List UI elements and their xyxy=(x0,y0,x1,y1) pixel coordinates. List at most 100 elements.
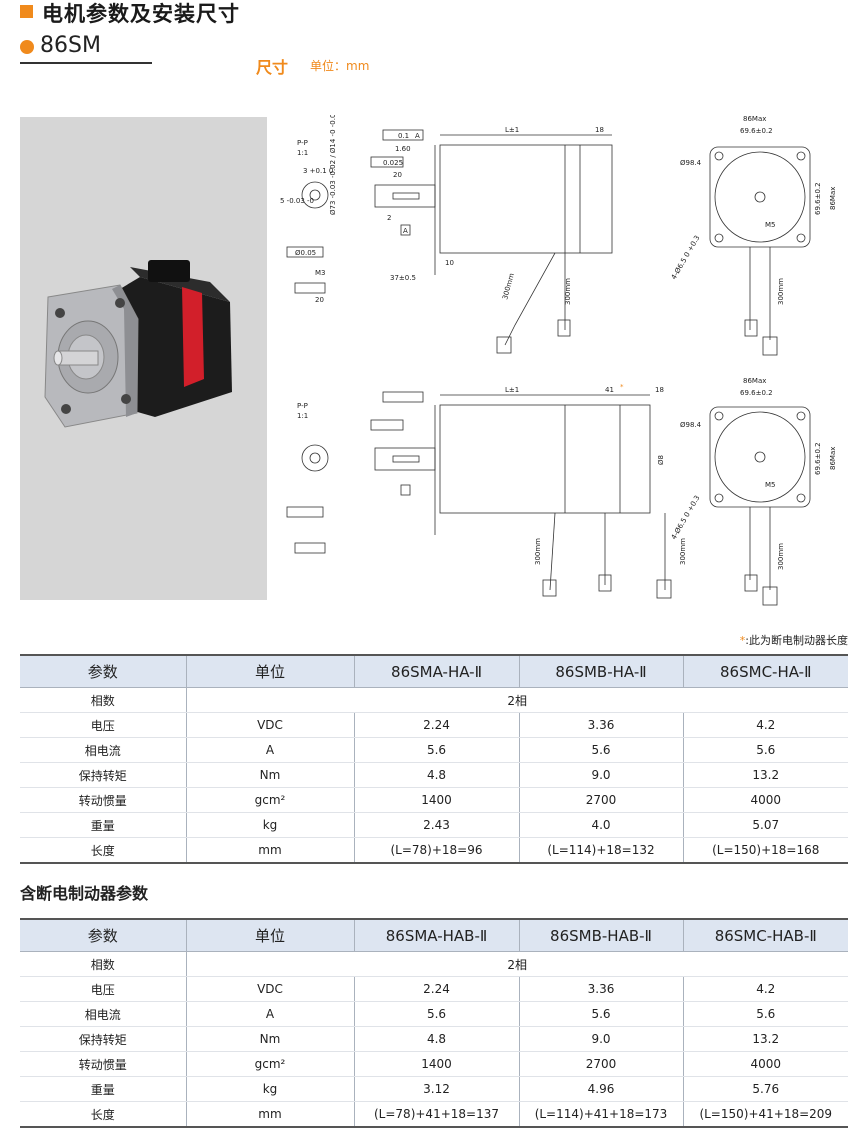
cell: 4.8 xyxy=(353,1026,520,1052)
spec-table-standard: 参数 单位 86SMA-HA-Ⅱ 86SMB-HA-Ⅱ 86SMC-HA-Ⅱ 相… xyxy=(20,654,848,864)
table-row: 重量 kg 2.43 4.0 5.07 xyxy=(20,812,848,838)
row-label: 相数 xyxy=(20,951,187,977)
len20-label: 20 xyxy=(393,171,402,179)
length-label: L±1 xyxy=(505,126,519,134)
cell: 4000 xyxy=(682,787,848,813)
header-model-a: 86SMA-HAB-Ⅱ xyxy=(353,918,520,952)
row-label: 长度 xyxy=(20,837,187,864)
bottom-length-label: L±1 xyxy=(505,386,519,394)
spec-table-brake: 参数 单位 86SMA-HAB-Ⅱ 86SMB-HAB-Ⅱ 86SMC-HAB-… xyxy=(20,918,848,1128)
side86-label: 86Max xyxy=(829,187,837,210)
cell: 3.36 xyxy=(518,976,684,1002)
table-row: 相电流 A 5.6 5.6 5.6 xyxy=(20,737,848,763)
row-unit: VDC xyxy=(185,976,355,1002)
cell: 2.43 xyxy=(353,812,520,838)
m5-label: M5 xyxy=(765,221,776,229)
row-unit: Nm xyxy=(185,1026,355,1052)
row-unit: mm xyxy=(185,837,355,864)
bottom-cable2-label: 300mm xyxy=(679,538,687,565)
page-title: 电机参数及安装尺寸 xyxy=(42,2,240,26)
cell: 5.6 xyxy=(682,737,848,763)
datum-label: A xyxy=(415,132,420,140)
bottom-max86-label: 86Max xyxy=(743,377,766,385)
row-unit: A xyxy=(185,737,355,763)
cell: 13.2 xyxy=(682,762,848,788)
cell: 4.96 xyxy=(518,1076,684,1102)
header-model-c: 86SMC-HA-Ⅱ xyxy=(682,654,848,688)
cell: 3.12 xyxy=(353,1076,520,1102)
cell: 2.24 xyxy=(353,976,520,1002)
len2-label: 2 xyxy=(387,214,391,222)
table-row: 重量 kg 3.12 4.96 5.76 xyxy=(20,1076,848,1102)
table-row: 保持转矩 Nm 4.8 9.0 13.2 xyxy=(20,762,848,788)
model-name: 86SM xyxy=(40,33,101,58)
table-row: 转动惯量 gcm² 1400 2700 4000 xyxy=(20,787,848,813)
len37-label: 37±0.5 xyxy=(390,274,416,282)
dimensions-title: 尺寸 xyxy=(256,58,289,77)
table-row: 长度 mm (L=78)+41+18=137 (L=114)+41+18=173… xyxy=(20,1101,848,1128)
bottom-side696-label: 69.6±0.2 xyxy=(814,442,822,475)
brake-footnote: *:此为断电制动器长度 xyxy=(740,632,848,648)
cell: 5.07 xyxy=(682,812,848,838)
cell: 1400 xyxy=(353,1051,520,1077)
row-unit: gcm² xyxy=(185,787,355,813)
cell: 13.2 xyxy=(682,1026,848,1052)
cable2-label: 300mm xyxy=(564,278,572,305)
dia8-label: Ø8 xyxy=(657,455,665,465)
cell: 2700 xyxy=(518,787,684,813)
header-unit: 单位 xyxy=(185,654,355,688)
phase-value: 2相 xyxy=(185,687,848,713)
motor-photo xyxy=(20,117,267,600)
cell: 2.24 xyxy=(353,712,520,738)
bottom-side86-label: 86Max xyxy=(829,447,837,470)
row-label: 转动惯量 xyxy=(20,1051,187,1077)
len10-label: 10 xyxy=(445,259,454,267)
dimensions-unit: 单位：mm xyxy=(310,59,370,73)
len5-label: 5 -0.03 -0 xyxy=(280,197,314,205)
cell: 9.0 xyxy=(518,762,684,788)
header-model-b: 86SMB-HAB-Ⅱ xyxy=(518,918,684,952)
scale-label: 1:1 xyxy=(297,149,308,157)
row-unit: A xyxy=(185,1001,355,1027)
cell: 5.6 xyxy=(353,1001,520,1027)
cell: 5.76 xyxy=(682,1076,848,1102)
row-unit: Nm xyxy=(185,762,355,788)
table-row: 相电流 A 5.6 5.6 5.6 xyxy=(20,1001,848,1027)
cell: 4.8 xyxy=(353,762,520,788)
bottom-pcd696-label: 69.6±0.2 xyxy=(740,389,773,397)
length18-label: 18 xyxy=(595,126,604,134)
svg-text:1:1: 1:1 xyxy=(297,412,308,420)
brake41-label: 41 xyxy=(605,386,614,394)
brake-section-title: 含断电制动器参数 xyxy=(20,884,149,903)
bottom-m5-label: M5 xyxy=(765,481,776,489)
header-unit: 单位 xyxy=(185,918,355,952)
dimension-drawing: P-P 1:1 3 +0.1 0 5 -0.03 -0 0.1 A 1.60 0… xyxy=(280,105,837,606)
cable-right-label: 300mm xyxy=(777,278,785,305)
brake-star: * xyxy=(620,383,624,391)
row-label: 长度 xyxy=(20,1101,187,1128)
cell: 1400 xyxy=(353,787,520,813)
cell: (L=150)+41+18=209 xyxy=(682,1101,848,1128)
row-unit: gcm² xyxy=(185,1051,355,1077)
row-label: 相电流 xyxy=(20,1001,187,1027)
d160-label: 1.60 xyxy=(395,145,411,153)
cell: 5.6 xyxy=(518,737,684,763)
table-row: 保持转矩 Nm 4.8 9.0 13.2 xyxy=(20,1026,848,1052)
dia984-label: Ø98.4 xyxy=(680,159,702,167)
cell: 4.2 xyxy=(682,976,848,1002)
len20b-label: 20 xyxy=(315,296,324,304)
cell: 4.0 xyxy=(518,812,684,838)
pp-label: P-P xyxy=(297,139,308,147)
row-unit: mm xyxy=(185,1101,355,1128)
row-unit: kg xyxy=(185,1076,355,1102)
table-header-row: 参数 单位 86SMA-HAB-Ⅱ 86SMB-HAB-Ⅱ 86SMC-HAB-… xyxy=(20,918,848,952)
bottom-cable1-label: 300mm xyxy=(534,538,542,565)
table-row: 长度 mm (L=78)+18=96 (L=114)+18=132 (L=150… xyxy=(20,837,848,864)
cell: 2700 xyxy=(518,1051,684,1077)
row-label: 转动惯量 xyxy=(20,787,187,813)
runout-label: Ø0.05 xyxy=(295,249,316,257)
model-underline xyxy=(20,62,152,64)
cell: (L=114)+41+18=173 xyxy=(518,1101,684,1128)
m3-label: M3 xyxy=(315,269,326,277)
table-row: 转动惯量 gcm² 1400 2700 4000 xyxy=(20,1051,848,1077)
